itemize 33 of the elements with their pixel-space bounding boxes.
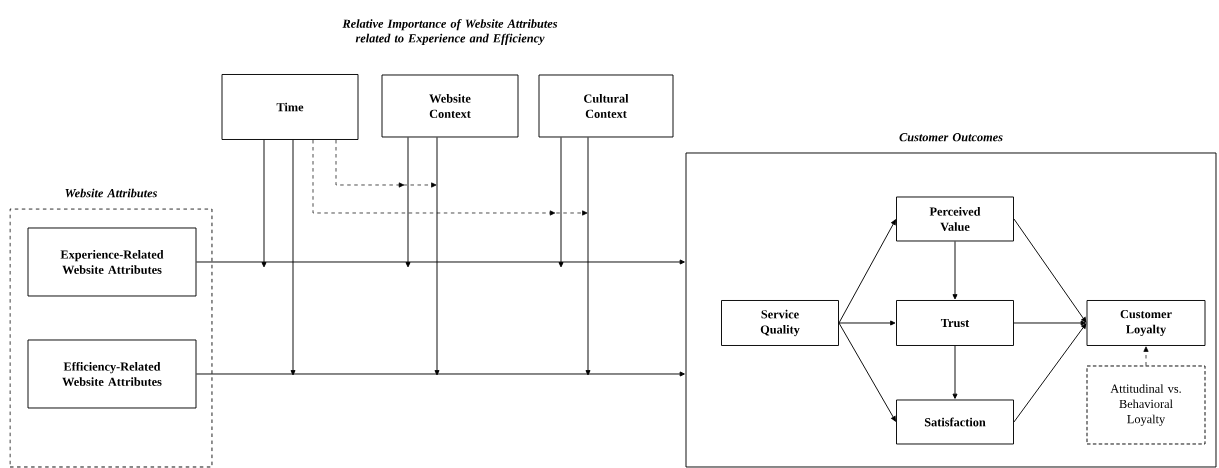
arrow [312,139,588,216]
arrow [1013,218,1087,323]
title: Relative Importance of Website Attributes related to Experience and Efficiency [342,19,558,45]
process-box: Perceived Value [896,196,1014,242]
process-box: Experience-Related Website Attributes [27,227,197,297]
arrow [434,137,440,376]
arrow [838,219,896,324]
arrow [952,345,958,399]
process-box: Satisfaction [896,399,1014,445]
arrow [1013,320,1086,326]
node-label: Customer Outcomes [899,133,1003,142]
process-box: Attitudinal vs. Behavioral Loyalty [1086,365,1206,445]
process-box: Website Context [381,74,519,138]
arrow [290,139,296,376]
process-box: Time [221,74,359,140]
process-box: Trust [896,300,1014,346]
arrow [196,259,685,265]
process-box: Customer Loyalty [1086,300,1206,346]
node-label: Website Attributes [65,188,157,198]
arrow [196,371,685,377]
process-box: Cultural Context [538,74,674,138]
arrow [1013,323,1087,423]
arrow [558,137,564,268]
process-box: Service Quality [721,300,839,346]
arrow [405,137,411,268]
arrow [335,139,437,188]
process-box: Efficiency-Related Website Attributes [27,339,197,409]
arrow [1143,346,1149,366]
arrow [261,139,267,268]
arrow [585,137,591,376]
arrow [952,241,958,300]
arrow [838,322,896,422]
arrow [838,320,896,326]
